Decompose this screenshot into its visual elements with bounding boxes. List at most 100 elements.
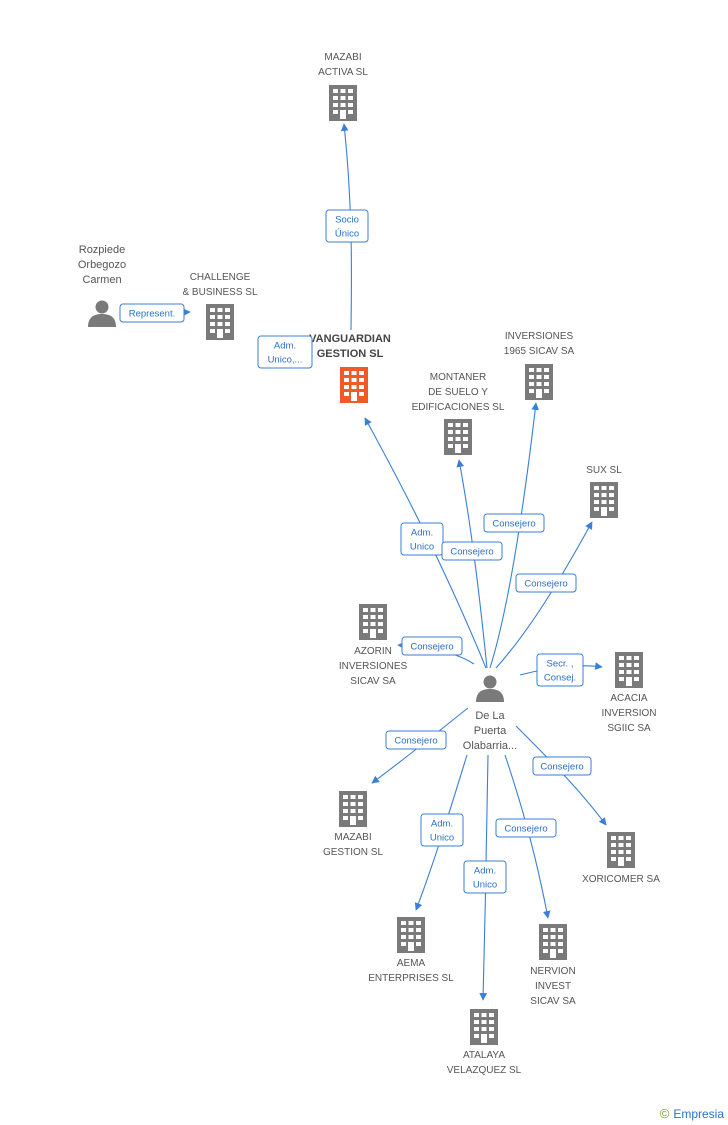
- copyright-symbol: ©: [659, 1106, 670, 1121]
- edge-label-text: Consejero: [450, 547, 493, 558]
- building-icon: [340, 367, 368, 403]
- edge-delapuerta-to-inversiones-1965: [489, 402, 540, 669]
- node-label: ENTERPRISES SL: [368, 973, 454, 984]
- building-icon: [397, 917, 425, 953]
- edge-label-box: [532, 756, 592, 776]
- edge-label-text: Unico: [473, 880, 497, 891]
- edge-label-text: Secr. ,: [547, 659, 574, 670]
- edge-label-delapuerta-to-atalaya[interactable]: Adm. Unico: [463, 860, 507, 894]
- edge-label-box: [385, 730, 447, 750]
- node-label: XORICOMER SA: [582, 874, 660, 885]
- node-xoricomer[interactable]: XORICOMER SA: [582, 832, 660, 885]
- node-label: AZORIN: [354, 646, 392, 657]
- watermark-brand: Empresia: [673, 1107, 724, 1121]
- node-label: MAZABI: [324, 52, 361, 63]
- node-label: NERVION: [530, 966, 575, 977]
- building-icon: [615, 652, 643, 688]
- edge-label-box: [495, 818, 557, 838]
- edge-label-delapuerta-to-azorin[interactable]: Consejero: [401, 636, 463, 656]
- edge-label-rozpiede-to-challenge[interactable]: Represent.: [119, 303, 185, 323]
- node-nervion[interactable]: NERVION INVEST SICAV SA: [530, 924, 576, 1007]
- node-sux[interactable]: SUX SL: [586, 465, 622, 518]
- node-delapuerta[interactable]: De LaPuertaOlabarria...: [463, 675, 517, 753]
- edge-label-box: [401, 636, 463, 656]
- node-label: GESTION SL: [323, 847, 383, 858]
- node-label: INVERSIONES: [339, 661, 408, 672]
- node-label: Rozpiede: [79, 244, 125, 256]
- edge-label-text: Consejero: [394, 736, 437, 747]
- edge-label-text: Consejero: [524, 579, 567, 590]
- node-mazabi-activa[interactable]: MAZABI ACTIVA SL: [318, 52, 368, 121]
- node-label: AEMA: [397, 958, 426, 969]
- node-label: MONTANER: [430, 372, 486, 383]
- node-label: SICAV SA: [530, 996, 576, 1007]
- node-label: CHALLENGE: [190, 272, 251, 283]
- edge-label-text: Consejero: [504, 824, 547, 835]
- edge-label-box: [463, 860, 507, 894]
- node-label: Orbegozo: [78, 259, 126, 271]
- edge-label-text: Adm.: [274, 341, 296, 352]
- node-inversiones-1965[interactable]: INVERSIONES 1965 SICAV SA: [504, 331, 575, 400]
- node-label: INVEST: [535, 981, 571, 992]
- node-label: VELAZQUEZ SL: [447, 1065, 522, 1076]
- edge-label-text: Represent.: [129, 309, 175, 320]
- edge-label-delapuerta-to-inversiones-1965[interactable]: Consejero: [483, 513, 545, 533]
- edge-label-delapuerta-to-sux[interactable]: Consejero: [515, 573, 577, 593]
- edge-label-box: [325, 209, 369, 243]
- edge-delapuerta-to-montaner: [456, 459, 488, 669]
- node-challenge[interactable]: CHALLENGE & BUSINESS SL: [182, 272, 258, 340]
- node-label: VANGUARDIAN: [309, 333, 391, 345]
- edge-label-text: Adm.: [474, 866, 496, 877]
- person-icon: [88, 300, 116, 327]
- building-icon: [444, 419, 472, 455]
- watermark: ©Empresia: [660, 1106, 724, 1121]
- node-label: GESTION SL: [317, 348, 384, 360]
- edge-label-text: Único: [335, 229, 359, 240]
- node-label: EDIFICACIONES SL: [412, 402, 505, 413]
- edge-label-box: [536, 653, 584, 687]
- node-label: SGIIC SA: [607, 723, 651, 734]
- edge-delapuerta-to-sux: [495, 521, 593, 669]
- edge-label-delapuerta-to-xoricomer[interactable]: Consejero: [532, 756, 592, 776]
- node-vanguardian[interactable]: VANGUARDIAN GESTION SL: [309, 333, 391, 403]
- edge-label-delapuerta-to-nervion[interactable]: Consejero: [495, 818, 557, 838]
- edge-label-delapuerta-to-montaner[interactable]: Consejero: [441, 541, 503, 561]
- edge-label-delapuerta-to-vanguardian[interactable]: Adm.Unico: [400, 522, 444, 556]
- node-montaner[interactable]: MONTANER DE SUELO Y EDIFICACIONES SL: [412, 372, 505, 455]
- edge-label-box: [515, 573, 577, 593]
- node-label: SUX SL: [586, 465, 622, 476]
- edge-label-challenge-to-vanguardian[interactable]: Adm. Unico,...: [257, 335, 313, 369]
- node-label: INVERSIONES: [505, 331, 574, 342]
- node-label: ACTIVA SL: [318, 67, 368, 78]
- node-label: MAZABI: [334, 832, 371, 843]
- edge-label-box: [400, 522, 444, 556]
- node-label: Puerta: [474, 725, 507, 737]
- node-aema[interactable]: AEMA ENTERPRISES SL: [368, 917, 454, 984]
- node-label: & BUSINESS SL: [182, 287, 257, 298]
- edge-label-text: Adm.: [411, 528, 433, 539]
- building-icon: [590, 482, 618, 518]
- edge-label-delapuerta-to-acacia[interactable]: Secr. , Consej.: [536, 653, 584, 687]
- edge-label-box: [441, 541, 503, 561]
- edge-label-text: Unico,...: [268, 355, 303, 366]
- node-acacia[interactable]: ACACIA INVERSION SGIIC SA: [601, 652, 657, 734]
- edge-label-delapuerta-to-aema[interactable]: Adm.Unico: [420, 813, 464, 847]
- edge-label-delapuerta-to-mazabi-gestion[interactable]: Consejero: [385, 730, 447, 750]
- edge-label-text: Consejero: [492, 519, 535, 530]
- edge-label-text: Consej.: [544, 673, 576, 684]
- building-icon: [470, 1009, 498, 1045]
- node-label: INVERSION: [601, 708, 656, 719]
- building-icon: [607, 832, 635, 868]
- node-label: DE SUELO Y: [428, 387, 488, 398]
- edge-label-box: [119, 303, 185, 323]
- node-mazabi-gestion[interactable]: MAZABI GESTION SL: [323, 791, 383, 858]
- building-icon: [339, 791, 367, 827]
- building-icon: [525, 364, 553, 400]
- node-label: 1965 SICAV SA: [504, 346, 575, 357]
- node-label: ACACIA: [610, 693, 648, 704]
